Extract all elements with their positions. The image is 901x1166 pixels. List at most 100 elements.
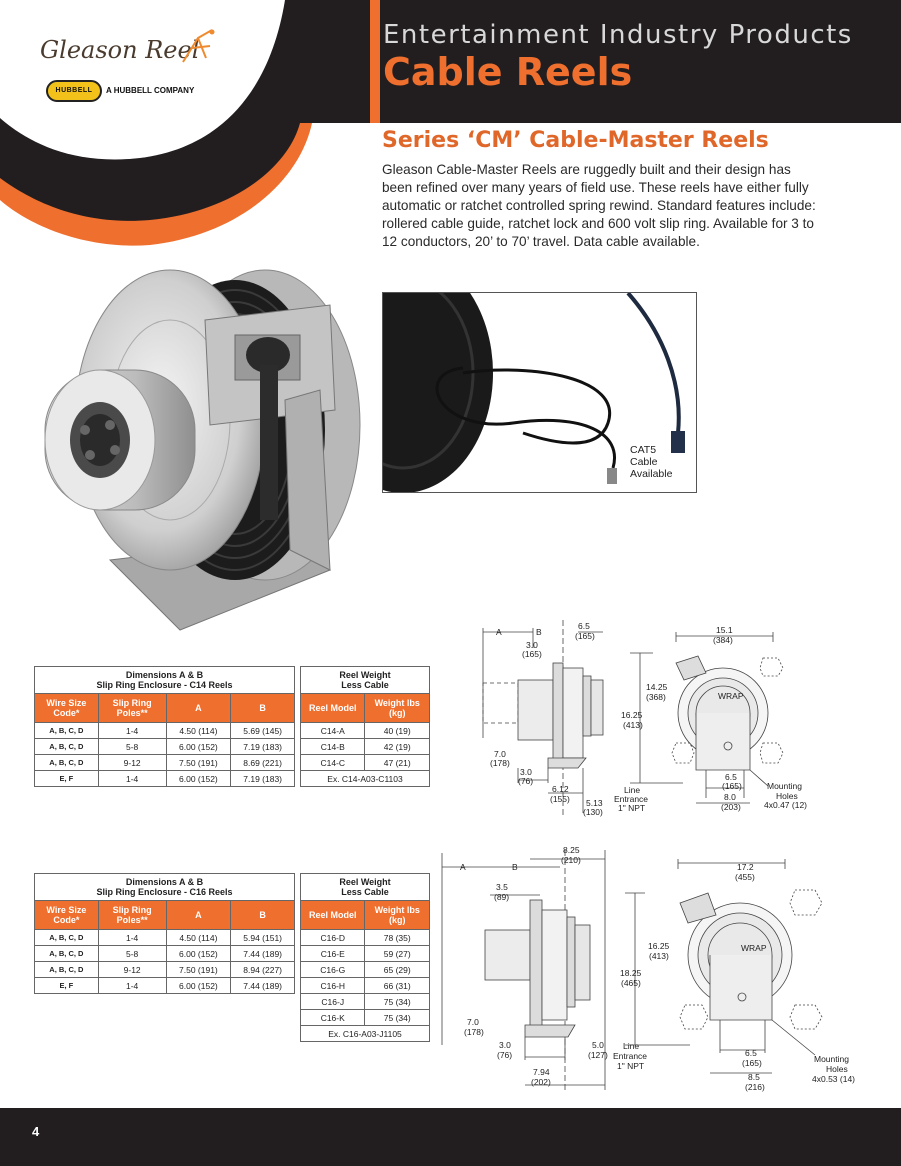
c16-dim-4: 3.0 — [499, 1040, 511, 1050]
c16-holes-1: Mounting — [814, 1054, 849, 1064]
c14-dim-1-metric: (165) — [575, 631, 595, 641]
cell-poles: 9-12 — [97, 961, 167, 978]
c14-dim-2: 3.0 — [526, 640, 538, 650]
cell-model: C16-D — [299, 929, 366, 946]
cell-weight: 66 (31) — [364, 977, 430, 994]
cell-code: A, B, C, D — [34, 961, 99, 978]
cell-model: C16-E — [299, 945, 366, 962]
cat5-caption-line-3: Available — [630, 468, 673, 480]
cell-code: A, B, C, D — [34, 945, 99, 962]
cell-code: A, B, C, D — [34, 754, 99, 771]
section-title: Series ‘CM’ Cable-Master Reels — [382, 128, 769, 153]
reel-figure-icon — [182, 29, 215, 63]
cell-b: 7.19 (183) — [230, 738, 295, 755]
cell-poles: 9-12 — [97, 754, 167, 771]
cell-poles: 5-8 — [97, 738, 167, 755]
c16-dim-caption: Dimensions A & B Slip Ring Enclosure - C… — [34, 873, 295, 901]
c16-holes-2: Holes — [826, 1064, 848, 1074]
c16-weight-table: Reel Weight Less Cable Reel Model Weight… — [299, 873, 430, 1042]
cell-a: 7.50 (191) — [165, 754, 232, 771]
cell-a: 6.00 (152) — [165, 977, 232, 994]
header-swoosh — [0, 0, 380, 246]
cell-b: 8.94 (227) — [230, 961, 295, 978]
c16-entry-2: Entrance — [613, 1051, 647, 1061]
c16-entry-3: 1" NPT — [617, 1061, 644, 1071]
footer-band: 4 — [0, 1108, 901, 1166]
c14-col-model: Reel Model — [299, 693, 366, 723]
c16-dimension-drawing: A B 8.25 (210) 3.5 (89) 7.0 (178) 3.0 (7… — [441, 845, 855, 1092]
c14-dim-2-metric: (165) — [522, 649, 542, 659]
c14-col-slip-poles: Slip Ring Poles** — [97, 693, 167, 723]
c16-dimensions-table: Dimensions A & B Slip Ring Enclosure - C… — [34, 873, 295, 994]
c14-dim-8: 14.25 — [646, 682, 668, 692]
c14-entry-1: Line — [624, 785, 640, 795]
header-kicker: Entertainment Industry Products — [383, 20, 853, 50]
c14-dim-caption-2: Slip Ring Enclosure - C14 Reels — [96, 680, 233, 690]
c16-dim-caption-2: Slip Ring Enclosure - C16 Reels — [96, 887, 233, 897]
cell-model: C14-B — [299, 738, 366, 755]
c16-weight-caption-1: Reel Weight — [339, 877, 391, 887]
cell-b: 5.69 (145) — [230, 722, 295, 739]
c14-dim-5: 6.12 — [552, 784, 569, 794]
c16-holes-3: 4x0.53 (14) — [812, 1074, 855, 1084]
page-number: 4 — [32, 1124, 40, 1139]
cell-a: 7.50 (191) — [165, 961, 232, 978]
c16-col-weight: Weight lbs (kg) — [364, 900, 430, 930]
c14-entry-2: Entrance — [614, 794, 648, 804]
c16-dim-8: 16.25 — [648, 941, 670, 951]
c14-dim-8-metric: (368) — [646, 692, 666, 702]
c14-dim-10-metric: (165) — [722, 781, 742, 791]
c16-col-model: Reel Model — [299, 900, 366, 930]
c14-col-a: A — [165, 693, 232, 723]
cell-model: C14-A — [299, 722, 366, 739]
c16-dim-caption-1: Dimensions A & B — [125, 877, 204, 887]
cell-model: C14-C — [299, 754, 366, 771]
c16-dim-9-metric: (465) — [621, 978, 641, 988]
c16-dim-6-metric: (127) — [588, 1050, 608, 1060]
cell-weight: 78 (35) — [364, 929, 430, 946]
cell-code: E, F — [34, 977, 99, 994]
cell-model: C16-H — [299, 977, 366, 994]
cell-weight: 59 (27) — [364, 945, 430, 962]
c16-dim-7: 17.2 — [737, 862, 754, 872]
c14-col-weight: Weight lbs (kg) — [364, 693, 430, 723]
cell-poles: 1-4 — [97, 929, 167, 946]
cell-b: 7.44 (189) — [230, 977, 295, 994]
c16-dim-10-metric: (165) — [742, 1058, 762, 1068]
c14-dim-9-metric: (413) — [623, 720, 643, 730]
c14-col-wire-code: Wire Size Code* — [34, 693, 99, 723]
cell-b: 7.44 (189) — [230, 945, 295, 962]
c14-dim-6: 5.13 — [586, 798, 603, 808]
c16-dim-11-metric: (216) — [745, 1082, 765, 1092]
cell-b: 8.69 (221) — [230, 754, 295, 771]
c16-col-a: A — [165, 900, 232, 930]
cable-reel-photo — [44, 269, 361, 631]
c14-dimensions-table: Dimensions A & B Slip Ring Enclosure - C… — [34, 666, 295, 787]
c14-dim-11-metric: (203) — [721, 802, 741, 812]
c16-model-example: Ex. C16-A03-J1105 — [300, 1025, 430, 1042]
c16-dim-5: 7.94 — [533, 1067, 550, 1077]
cell-a: 6.00 (152) — [165, 770, 232, 787]
cell-weight: 65 (29) — [364, 961, 430, 978]
c14-dim-7-metric: (384) — [713, 635, 733, 645]
c14-dimension-drawing: A B 6.5 (165) 3.0 (165) 7.0 (178) 3.0 (7… — [482, 620, 807, 818]
table-row: Ex. C16-A03-J1105 — [300, 1025, 430, 1042]
cat5-caption-line-1: CAT5 — [630, 444, 657, 456]
c16-col-b: B — [230, 900, 295, 930]
c14-dim-3-metric: (178) — [490, 758, 510, 768]
c16-dim-8-metric: (413) — [649, 951, 669, 961]
c16-dim-b-label: B — [512, 862, 518, 872]
cell-poles: 5-8 — [97, 945, 167, 962]
c16-weight-caption: Reel Weight Less Cable — [300, 873, 430, 901]
